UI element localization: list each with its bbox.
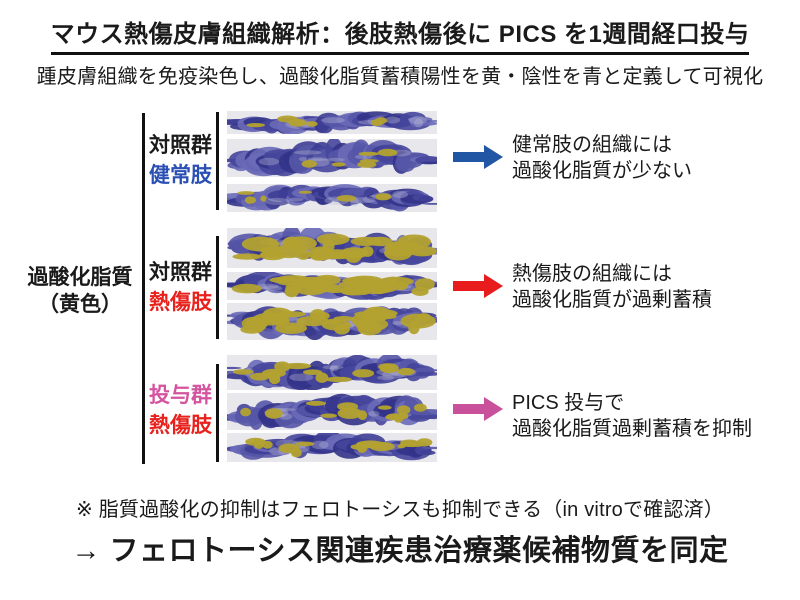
group3-label-limb: 熱傷肢 bbox=[149, 414, 212, 437]
tissue-image bbox=[227, 303, 437, 340]
red-arrow-shape bbox=[453, 274, 503, 298]
y-axis-label: 過酸化脂質 （黄色） bbox=[14, 264, 146, 318]
group2-label-group: 対照群 bbox=[149, 261, 212, 284]
group2-label: 対照群 熱傷肢 bbox=[146, 258, 212, 318]
blue-arrow-icon bbox=[453, 145, 503, 169]
tissue-image bbox=[227, 184, 437, 212]
footnote: ※ 脂質過酸化の抑制はフェロトーシスも抑制できる（in vitroで確認済） bbox=[75, 499, 725, 521]
main-bracket-line bbox=[142, 113, 145, 464]
tissue-image bbox=[227, 139, 437, 177]
group1-result-text: 健常肢の組織には 過酸化脂質が少ない bbox=[512, 132, 792, 184]
group1-label-limb: 健常肢 bbox=[149, 164, 212, 187]
group3-result-line2: 過酸化脂質過剰蓄積を抑制 bbox=[512, 418, 752, 440]
page-title-text: マウス熱傷皮膚組織解析：後肢熱傷後に PICS を1週間経口投与 bbox=[50, 14, 750, 55]
group3-result-line1: PICS 投与で bbox=[512, 392, 625, 414]
group1-label-group: 対照群 bbox=[149, 134, 212, 157]
tissue-image bbox=[227, 272, 437, 300]
group1-result-line2: 過酸化脂質が少ない bbox=[512, 160, 692, 182]
pink-arrow-icon bbox=[453, 397, 503, 421]
blue-arrow-shape bbox=[453, 145, 503, 169]
tissue-image bbox=[227, 433, 437, 462]
tissue-image bbox=[227, 111, 437, 134]
group2-bracket-line bbox=[216, 236, 219, 339]
page-title: マウス熱傷皮膚組織解析：後肢熱傷後に PICS を1週間経口投与 bbox=[0, 14, 800, 55]
group3-result-text: PICS 投与で 過酸化脂質過剰蓄積を抑制 bbox=[512, 390, 792, 442]
y-axis-label-line1: 過酸化脂質 bbox=[27, 266, 133, 289]
group1-bracket-line bbox=[216, 112, 219, 210]
group1-result-line1: 健常肢の組織には bbox=[512, 134, 672, 156]
tissue-image bbox=[227, 228, 437, 268]
tissue-image bbox=[227, 355, 437, 390]
y-axis-label-line2: （黄色） bbox=[38, 293, 122, 316]
group3-label: 投与群 熱傷肢 bbox=[146, 381, 212, 441]
pink-arrow-shape bbox=[453, 397, 503, 421]
conclusion: → フェロトーシス関連疾患治療薬候補物質を同定 bbox=[71, 535, 729, 567]
red-arrow-icon bbox=[453, 274, 503, 298]
tissue-image bbox=[227, 393, 437, 430]
group2-result-line2: 過酸化脂質が過剰蓄積 bbox=[512, 289, 712, 311]
group2-label-limb: 熱傷肢 bbox=[149, 291, 212, 314]
subtitle: 踵皮膚組織を免疫染色し、過酸化脂質蓄積陽性を黄・陰性を青と定義して可視化 bbox=[36, 66, 764, 88]
group2-result-line1: 熱傷肢の組織には bbox=[512, 263, 672, 285]
group3-bracket-line bbox=[216, 364, 219, 462]
group2-result-text: 熱傷肢の組織には 過酸化脂質が過剰蓄積 bbox=[512, 261, 792, 313]
group3-label-group: 投与群 bbox=[149, 384, 212, 407]
group1-label: 対照群 健常肢 bbox=[146, 131, 212, 191]
